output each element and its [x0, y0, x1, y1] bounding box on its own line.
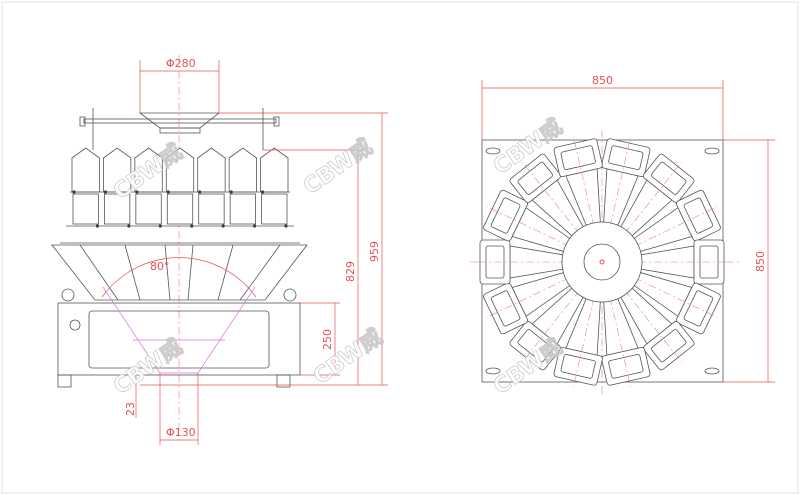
chute-divider	[239, 244, 281, 301]
chute-divider	[187, 244, 194, 301]
discharge-chute	[51, 244, 308, 301]
lifting-eye-left	[61, 288, 75, 302]
top-view: 850 850	[470, 74, 775, 395]
weigh-head	[601, 137, 651, 243]
upper-bucket	[165, 147, 195, 193]
mounting-holes	[485, 147, 720, 375]
svg-text:CBW威: CBW威	[109, 334, 188, 400]
vibrator-cone	[583, 243, 621, 281]
base-frame	[57, 302, 301, 376]
chute-divider	[79, 244, 119, 301]
foot-left	[57, 374, 72, 388]
weigh-bucket	[72, 193, 99, 225]
weigh-bucket	[198, 193, 225, 225]
foot-gap-label: 23	[124, 402, 137, 416]
chute-segments	[79, 244, 281, 301]
bar-knob-left	[79, 116, 86, 127]
chute-divider	[124, 244, 141, 301]
angle-arc	[101, 257, 257, 298]
weigh-bucket	[261, 193, 288, 225]
weigh-head	[622, 239, 730, 285]
width-label: 850	[592, 74, 613, 87]
total-height-label: 959	[368, 241, 381, 262]
base-height-label: 250	[321, 329, 334, 350]
collecting-funnel-hidden	[102, 286, 256, 374]
center-point	[599, 259, 605, 265]
weigh-bucket	[166, 193, 194, 225]
upper-bucket	[228, 147, 257, 193]
svg-text:CBW威: CBW威	[299, 134, 378, 200]
weigh-head	[619, 189, 721, 254]
top-frame-bar	[83, 118, 277, 124]
weigh-head	[619, 270, 721, 335]
top-hopper	[138, 112, 221, 129]
bar-knob-right	[273, 116, 280, 127]
chute-angle-label: 80°	[150, 260, 170, 273]
hopper-neck	[159, 127, 201, 134]
weigh-bucket	[104, 193, 131, 225]
weigh-head	[553, 281, 603, 387]
weigh-bucket	[229, 193, 256, 225]
upper-bucket	[260, 147, 289, 193]
upper-bucket	[134, 147, 163, 193]
base-panel	[88, 310, 270, 369]
upper-bucket	[197, 147, 226, 193]
upper-bucket	[71, 147, 100, 193]
hopper-diameter-label: Φ280	[166, 57, 196, 70]
weigh-head	[509, 277, 590, 371]
weigh-bucket	[135, 193, 162, 225]
power-switch-icon	[69, 319, 81, 331]
lifting-eye-right	[283, 288, 297, 302]
chute-divider	[217, 244, 234, 301]
outlet-diameter-label: Φ130	[166, 426, 196, 439]
front-view: 80° Φ280 959 829 250 23 Φ130	[51, 55, 388, 445]
foot-right	[276, 374, 291, 388]
bucket-inner	[517, 161, 553, 195]
upper-bucket	[103, 147, 132, 193]
weigh-head	[483, 189, 585, 254]
weigh-head	[553, 137, 603, 243]
bucket-height-label: 829	[344, 261, 357, 282]
depth-label: 850	[754, 251, 767, 272]
center-hub	[561, 221, 643, 303]
bucket-array	[60, 147, 300, 244]
weigh-head	[474, 239, 582, 285]
chute-divider	[164, 244, 171, 301]
